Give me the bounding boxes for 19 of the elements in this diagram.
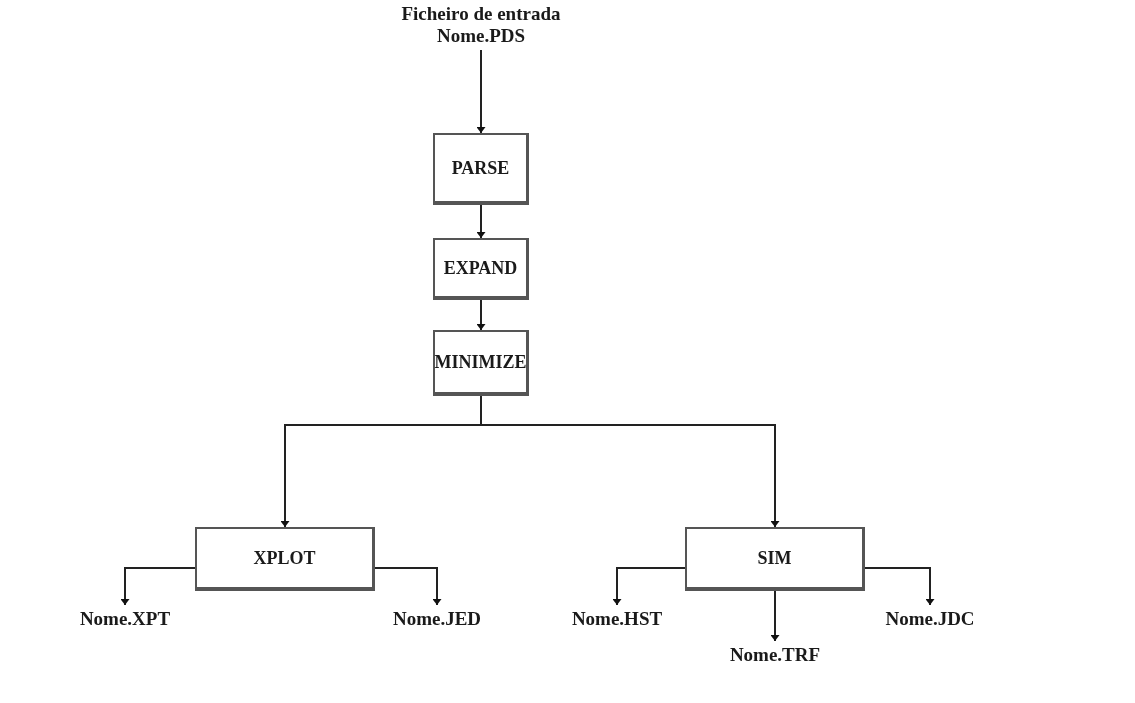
process-box: SIM (685, 527, 865, 591)
file-name-label: Nome.HST (557, 605, 677, 633)
file-name-label: Nome.JDC (870, 605, 990, 633)
process-box: MINIMIZE (433, 330, 529, 396)
file-name-label: Ficheiro de entrada Nome.PDS (396, 0, 566, 50)
file-name-label: Nome.JED (377, 605, 497, 633)
arrow (772, 590, 778, 642)
process-box: EXPAND (433, 238, 529, 300)
arrow (478, 49, 484, 134)
arrow (478, 204, 484, 239)
file-name-label: Nome.XPT (65, 605, 185, 633)
file-name-label: Nome.TRF (715, 641, 835, 669)
arrow (614, 567, 686, 606)
process-box: PARSE (433, 133, 529, 205)
arrow (864, 567, 933, 606)
arrow (374, 567, 440, 606)
arrow (122, 567, 196, 606)
arrow (478, 299, 484, 331)
process-box: XPLOT (195, 527, 375, 591)
